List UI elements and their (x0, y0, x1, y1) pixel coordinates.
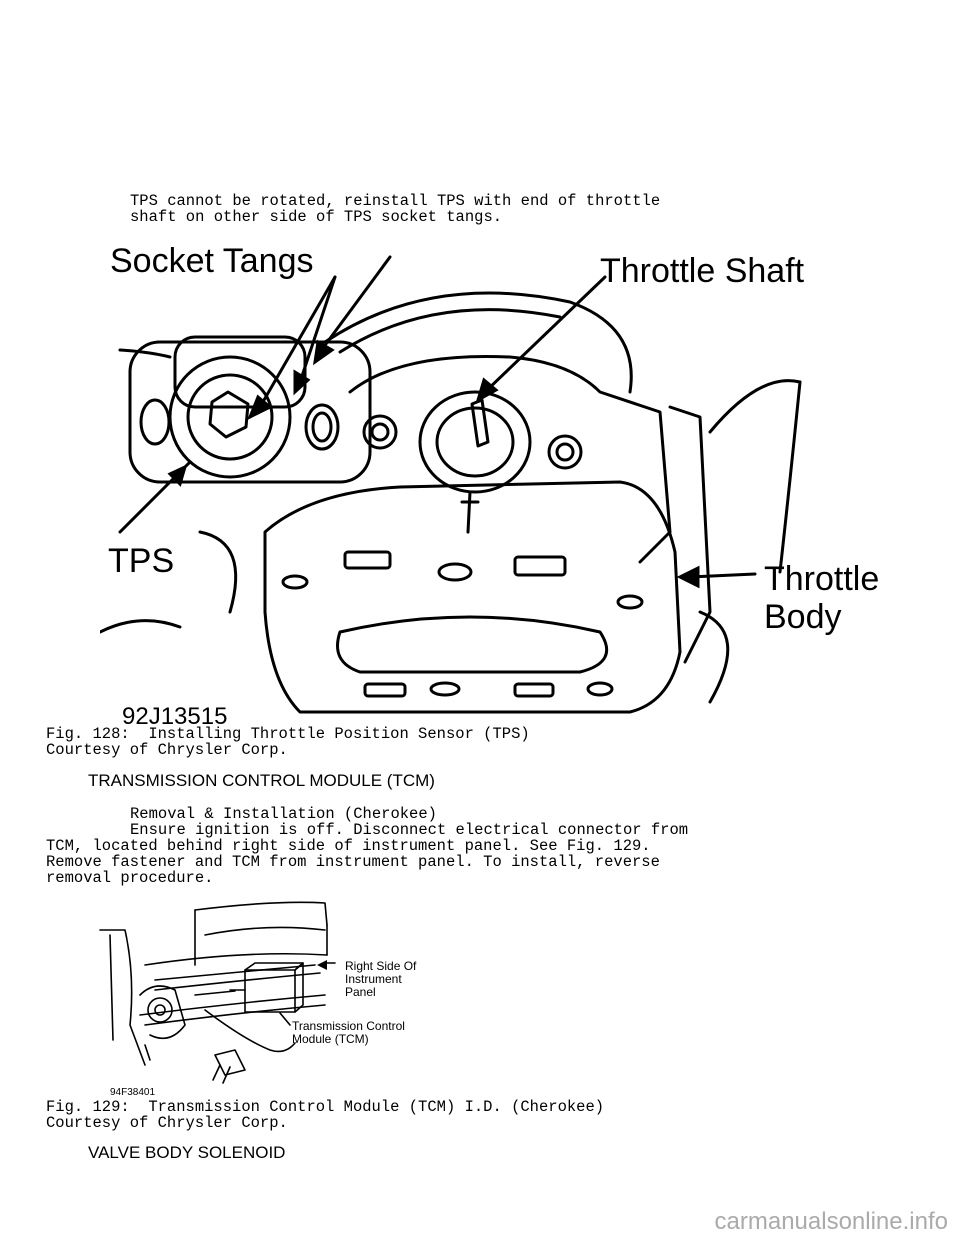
label-body: Body (764, 598, 842, 636)
watermark: carmanualsonline.info (714, 1208, 948, 1235)
intro-line-2: shaft on other side of TPS socket tangs. (130, 208, 503, 226)
paragraph-line-1: Ensure ignition is off. Disconnect elect… (130, 821, 689, 839)
section-heading-tcm: TRANSMISSION CONTROL MODULE (TCM) (88, 771, 435, 790)
figure-code: 92J13515 (122, 703, 227, 728)
label-transmission-control: Transmission Control (292, 1019, 405, 1033)
figure-code: 94F38401 (110, 1087, 155, 1098)
intro-line-1: TPS cannot be rotated, reinstall TPS wit… (130, 192, 661, 210)
label-throttle: Throttle (764, 560, 879, 598)
figure-129-courtesy: Courtesy of Chrysler Corp. (46, 1114, 288, 1132)
label-instrument: Instrument (345, 972, 402, 986)
paragraph-line-2: TCM, located behind right side of instru… (46, 837, 651, 855)
paragraph-line-3: Remove fastener and TCM from instrument … (46, 853, 660, 871)
figure-128-tps-illustration: Socket Tangs Throttle Shaft TPS Throttle… (100, 232, 910, 728)
label-socket-tangs: Socket Tangs (110, 242, 314, 280)
label-right-side-of: Right Side Of (345, 959, 417, 973)
label-tps: TPS (108, 542, 174, 580)
figure-129-caption: Fig. 129: Transmission Control Module (T… (46, 1098, 605, 1116)
figure-128-courtesy: Courtesy of Chrysler Corp. (46, 741, 288, 759)
label-throttle-shaft: Throttle Shaft (600, 252, 805, 290)
paragraph-line-4: removal procedure. (46, 869, 214, 887)
label-panel: Panel (345, 985, 376, 999)
section-heading-valve-body-solenoid: VALVE BODY SOLENOID (88, 1143, 286, 1162)
subheading-removal-installation: Removal & Installation (Cherokee) (130, 805, 437, 823)
label-module-tcm: Module (TCM) (292, 1032, 369, 1046)
figure-129-tcm-illustration: Right Side Of Instrument Panel Transmiss… (95, 895, 440, 1100)
figure-128-caption: Fig. 128: Installing Throttle Position S… (46, 725, 530, 743)
